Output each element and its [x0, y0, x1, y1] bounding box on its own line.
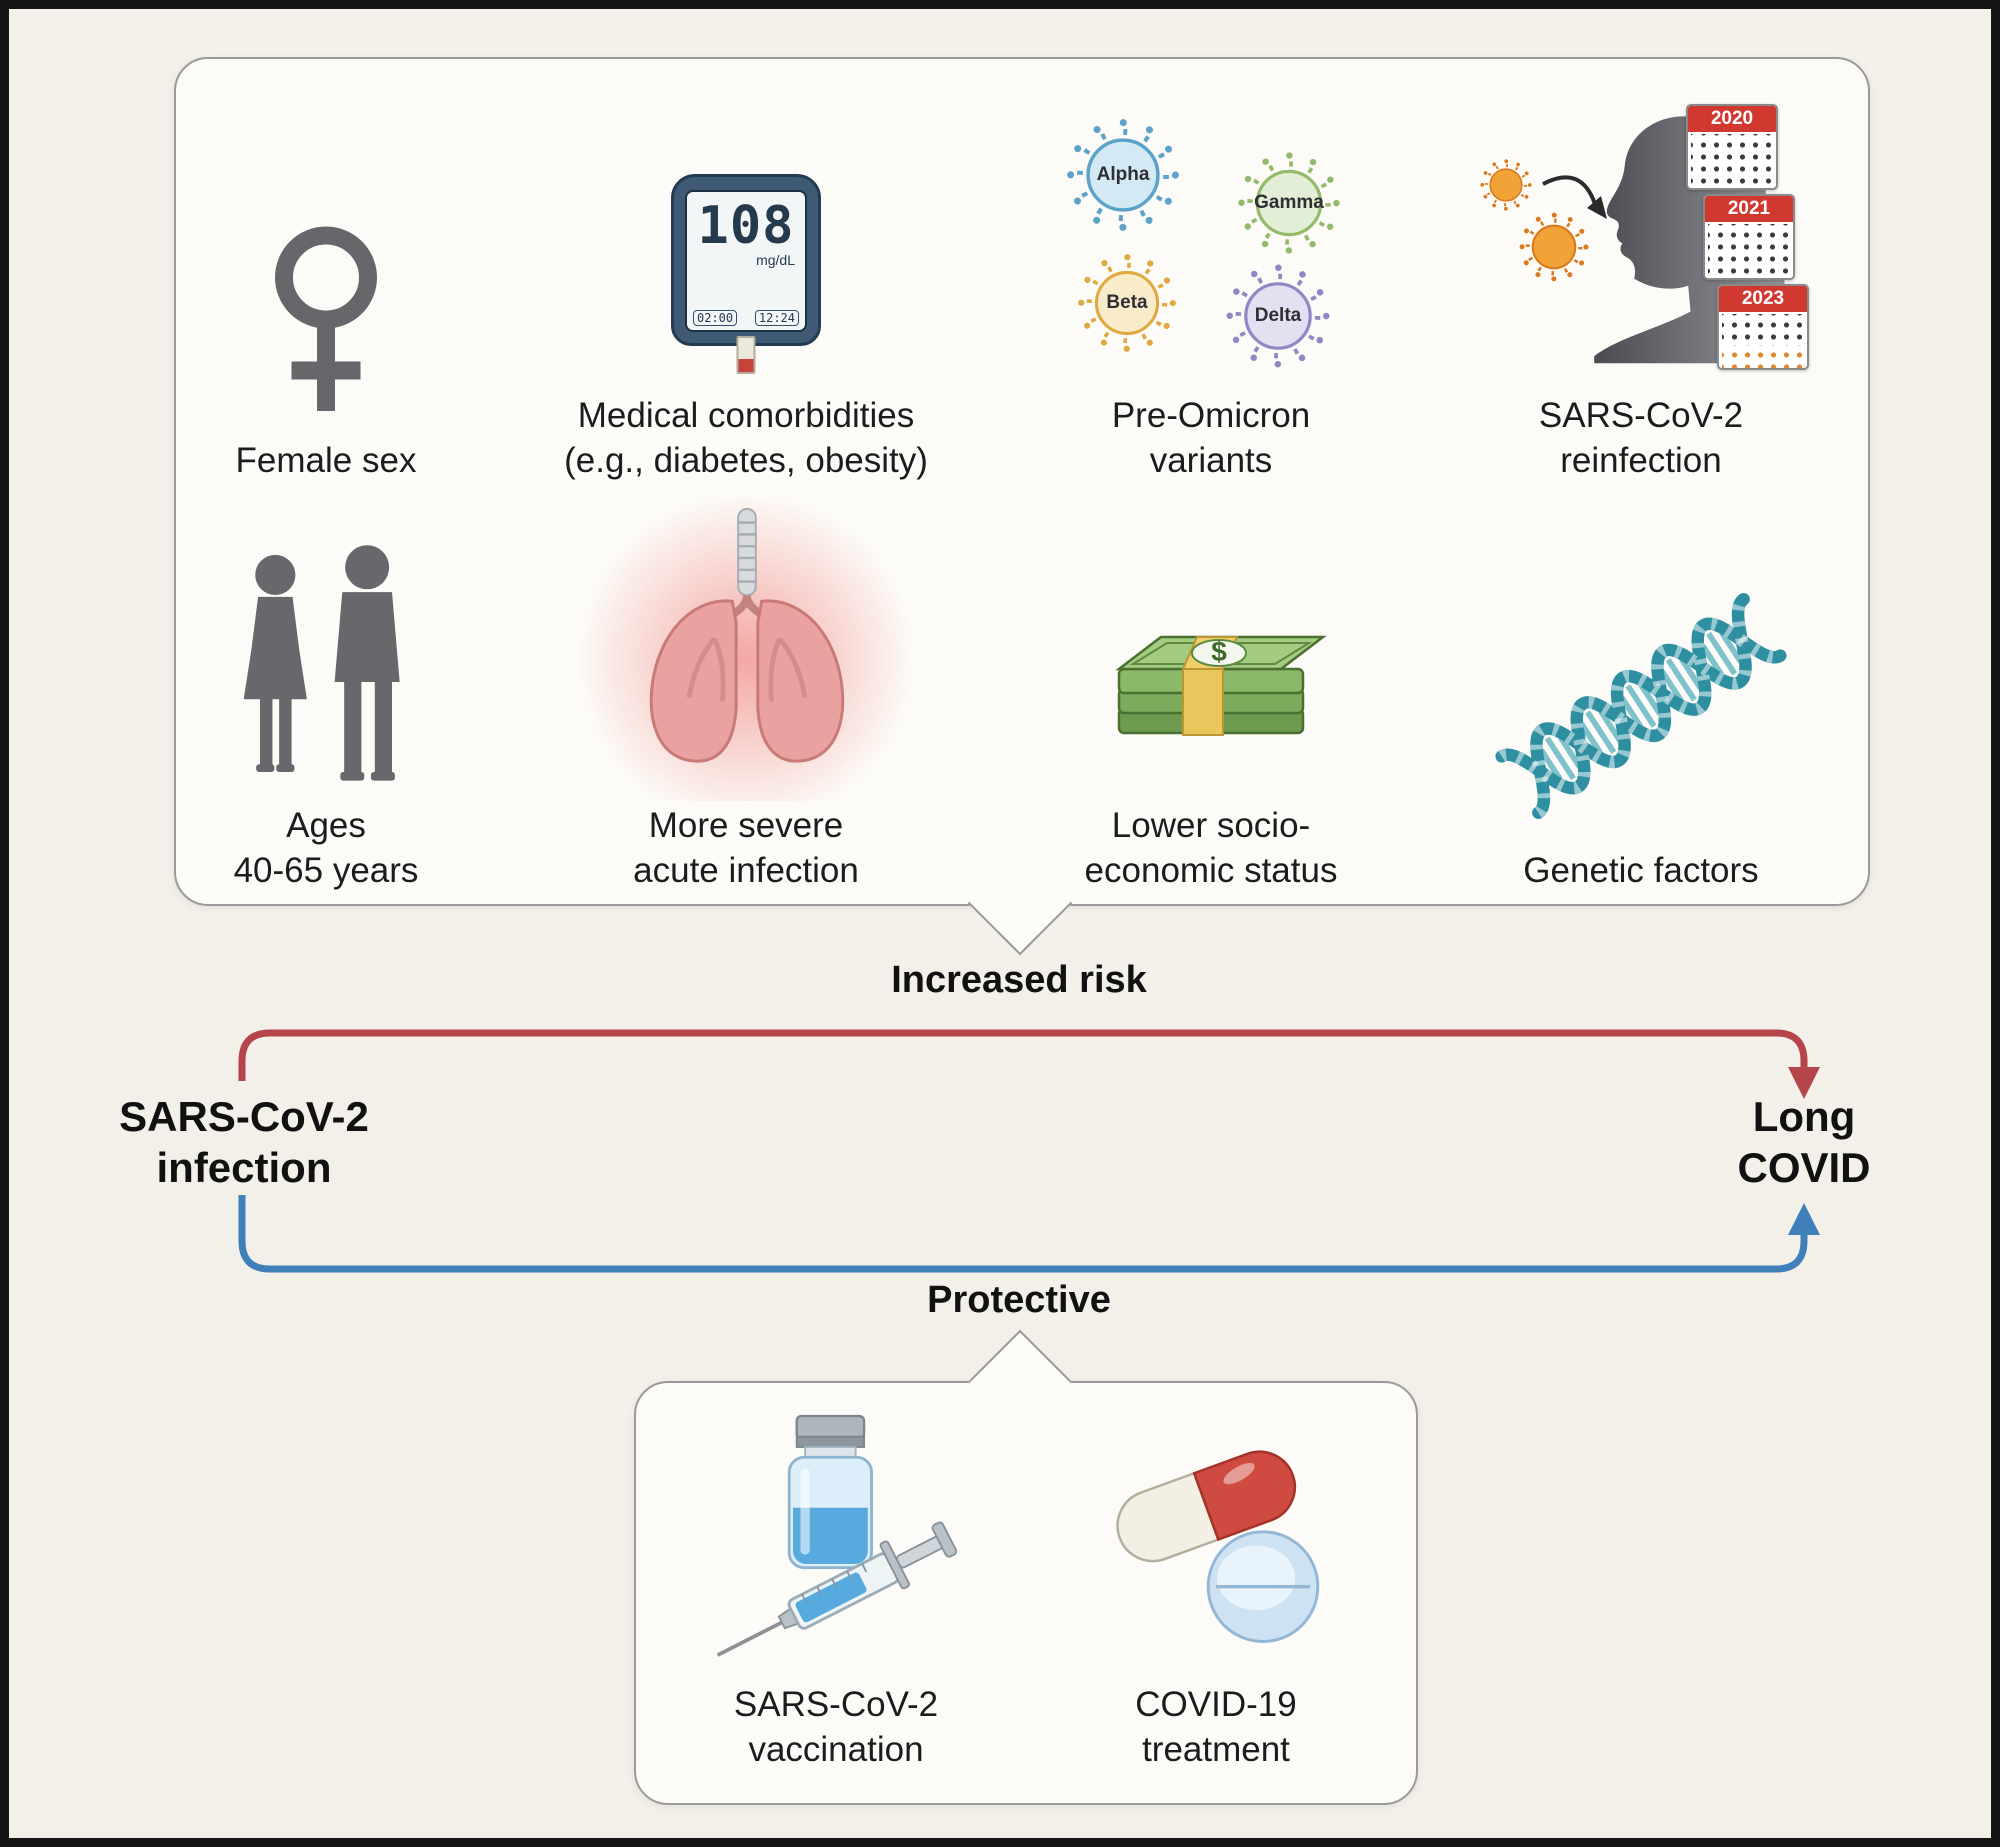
dollar-sign: $ — [1211, 636, 1227, 668]
pills-icon — [1066, 1430, 1366, 1665]
glucose-meter-icon: 108 mg/dL 02:00 12:24 — [671, 174, 821, 376]
risk-factor-label: Female sex — [235, 441, 417, 481]
protective-label: Protective — [927, 1279, 1111, 1321]
risk-factor-genetic: Genetic factors — [1431, 494, 1851, 920]
infection-arrow-icon — [1537, 162, 1627, 237]
risk-factor-label: Ages 40-65 years — [233, 806, 419, 891]
calendar-icon: 2023 — [1717, 284, 1809, 371]
glucose-reading: 108 — [697, 196, 795, 257]
risk-factor-label: Genetic factors — [1523, 851, 1759, 891]
meter-time-right: 12:24 — [754, 310, 799, 327]
test-strip — [736, 336, 756, 375]
risk-factor-severe-infection: More severe acute infection — [506, 486, 986, 894]
calendar-year: 2023 — [1719, 286, 1807, 313]
risk-factor-label: More severe acute infection — [633, 806, 859, 891]
sars-cov-2-infection-node: SARS-CoV-2 infection — [119, 1093, 369, 1192]
variant-label: Beta — [1106, 292, 1148, 314]
increased-risk-label: Increased risk — [891, 959, 1147, 1001]
reinfection-icon: 2020 2021 2023 — [1471, 104, 1811, 376]
risk-factors-panel: Female sex 108 mg/dL 02:00 12:24 — [174, 57, 1870, 906]
coronavirus-icon — [1477, 156, 1535, 214]
protective-factors-panel: SARS-CoV-2 vaccination COVID — [634, 1381, 1418, 1805]
protective-arrowhead — [1788, 1203, 1820, 1235]
protective-arrow — [238, 1195, 1808, 1273]
risk-factor-socioeconomic: $ Lower socio- economic status — [1016, 494, 1406, 894]
money-stack-icon: $ — [1091, 591, 1331, 786]
protective-factor-treatment: COVID-19 treatment — [1031, 1408, 1401, 1773]
alpha-virus-icon: Alpha — [1059, 111, 1187, 239]
gamma-virus-icon: Gamma — [1231, 145, 1347, 261]
variant-label: Alpha — [1096, 164, 1150, 186]
vaccine-syringe-icon — [686, 1403, 986, 1665]
meter-time-left: 02:00 — [693, 310, 738, 327]
risk-factor-label: Pre-Omicron variants — [1111, 396, 1311, 481]
risk-factor-female-sex: Female sex — [176, 89, 476, 510]
coronavirus-icon — [1515, 208, 1593, 286]
beta-virus-icon: Beta — [1071, 247, 1183, 359]
protective-factor-label: SARS-CoV-2 vaccination — [733, 1685, 939, 1770]
risk-factor-age: Ages 40-65 years — [176, 494, 476, 894]
lungs-icon — [571, 486, 921, 802]
adults-silhouette-icon — [216, 536, 436, 786]
virus-cluster-icon: Alpha Gamma — [1041, 111, 1381, 376]
calendar-year: 2021 — [1705, 196, 1793, 223]
risk-factor-label: Medical comorbidities (e.g., diabetes, o… — [564, 396, 928, 481]
variant-label: Delta — [1254, 305, 1302, 327]
risk-factor-label: Lower socio- economic status — [1084, 806, 1338, 891]
risk-factor-reinfection: 2020 2021 2023 SARS-CoV-2 reinfection — [1431, 89, 1851, 484]
risk-factor-comorbidities: 108 mg/dL 02:00 12:24 Medical comorbidit… — [506, 89, 986, 484]
calendar-icon: 2020 — [1686, 104, 1778, 191]
long-covid-node: Long COVID — [1737, 1093, 1871, 1192]
variant-label: Gamma — [1254, 192, 1324, 214]
risk-factor-label: SARS-CoV-2 reinfection — [1538, 396, 1744, 481]
increased-risk-arrow — [238, 1029, 1808, 1081]
risk-factor-pre-omicron-variants: Alpha Gamma — [1016, 89, 1406, 484]
dna-helix-icon — [1486, 581, 1796, 831]
protective-factor-label: COVID-19 treatment — [1135, 1685, 1297, 1770]
glucose-unit: mg/dL — [756, 252, 795, 269]
protective-factor-vaccination: SARS-CoV-2 vaccination — [651, 1408, 1021, 1773]
calendar-icon: 2021 — [1703, 194, 1795, 281]
female-symbol-icon — [251, 221, 401, 421]
delta-virus-icon: Delta — [1219, 257, 1337, 375]
calendar-year: 2020 — [1688, 106, 1776, 133]
